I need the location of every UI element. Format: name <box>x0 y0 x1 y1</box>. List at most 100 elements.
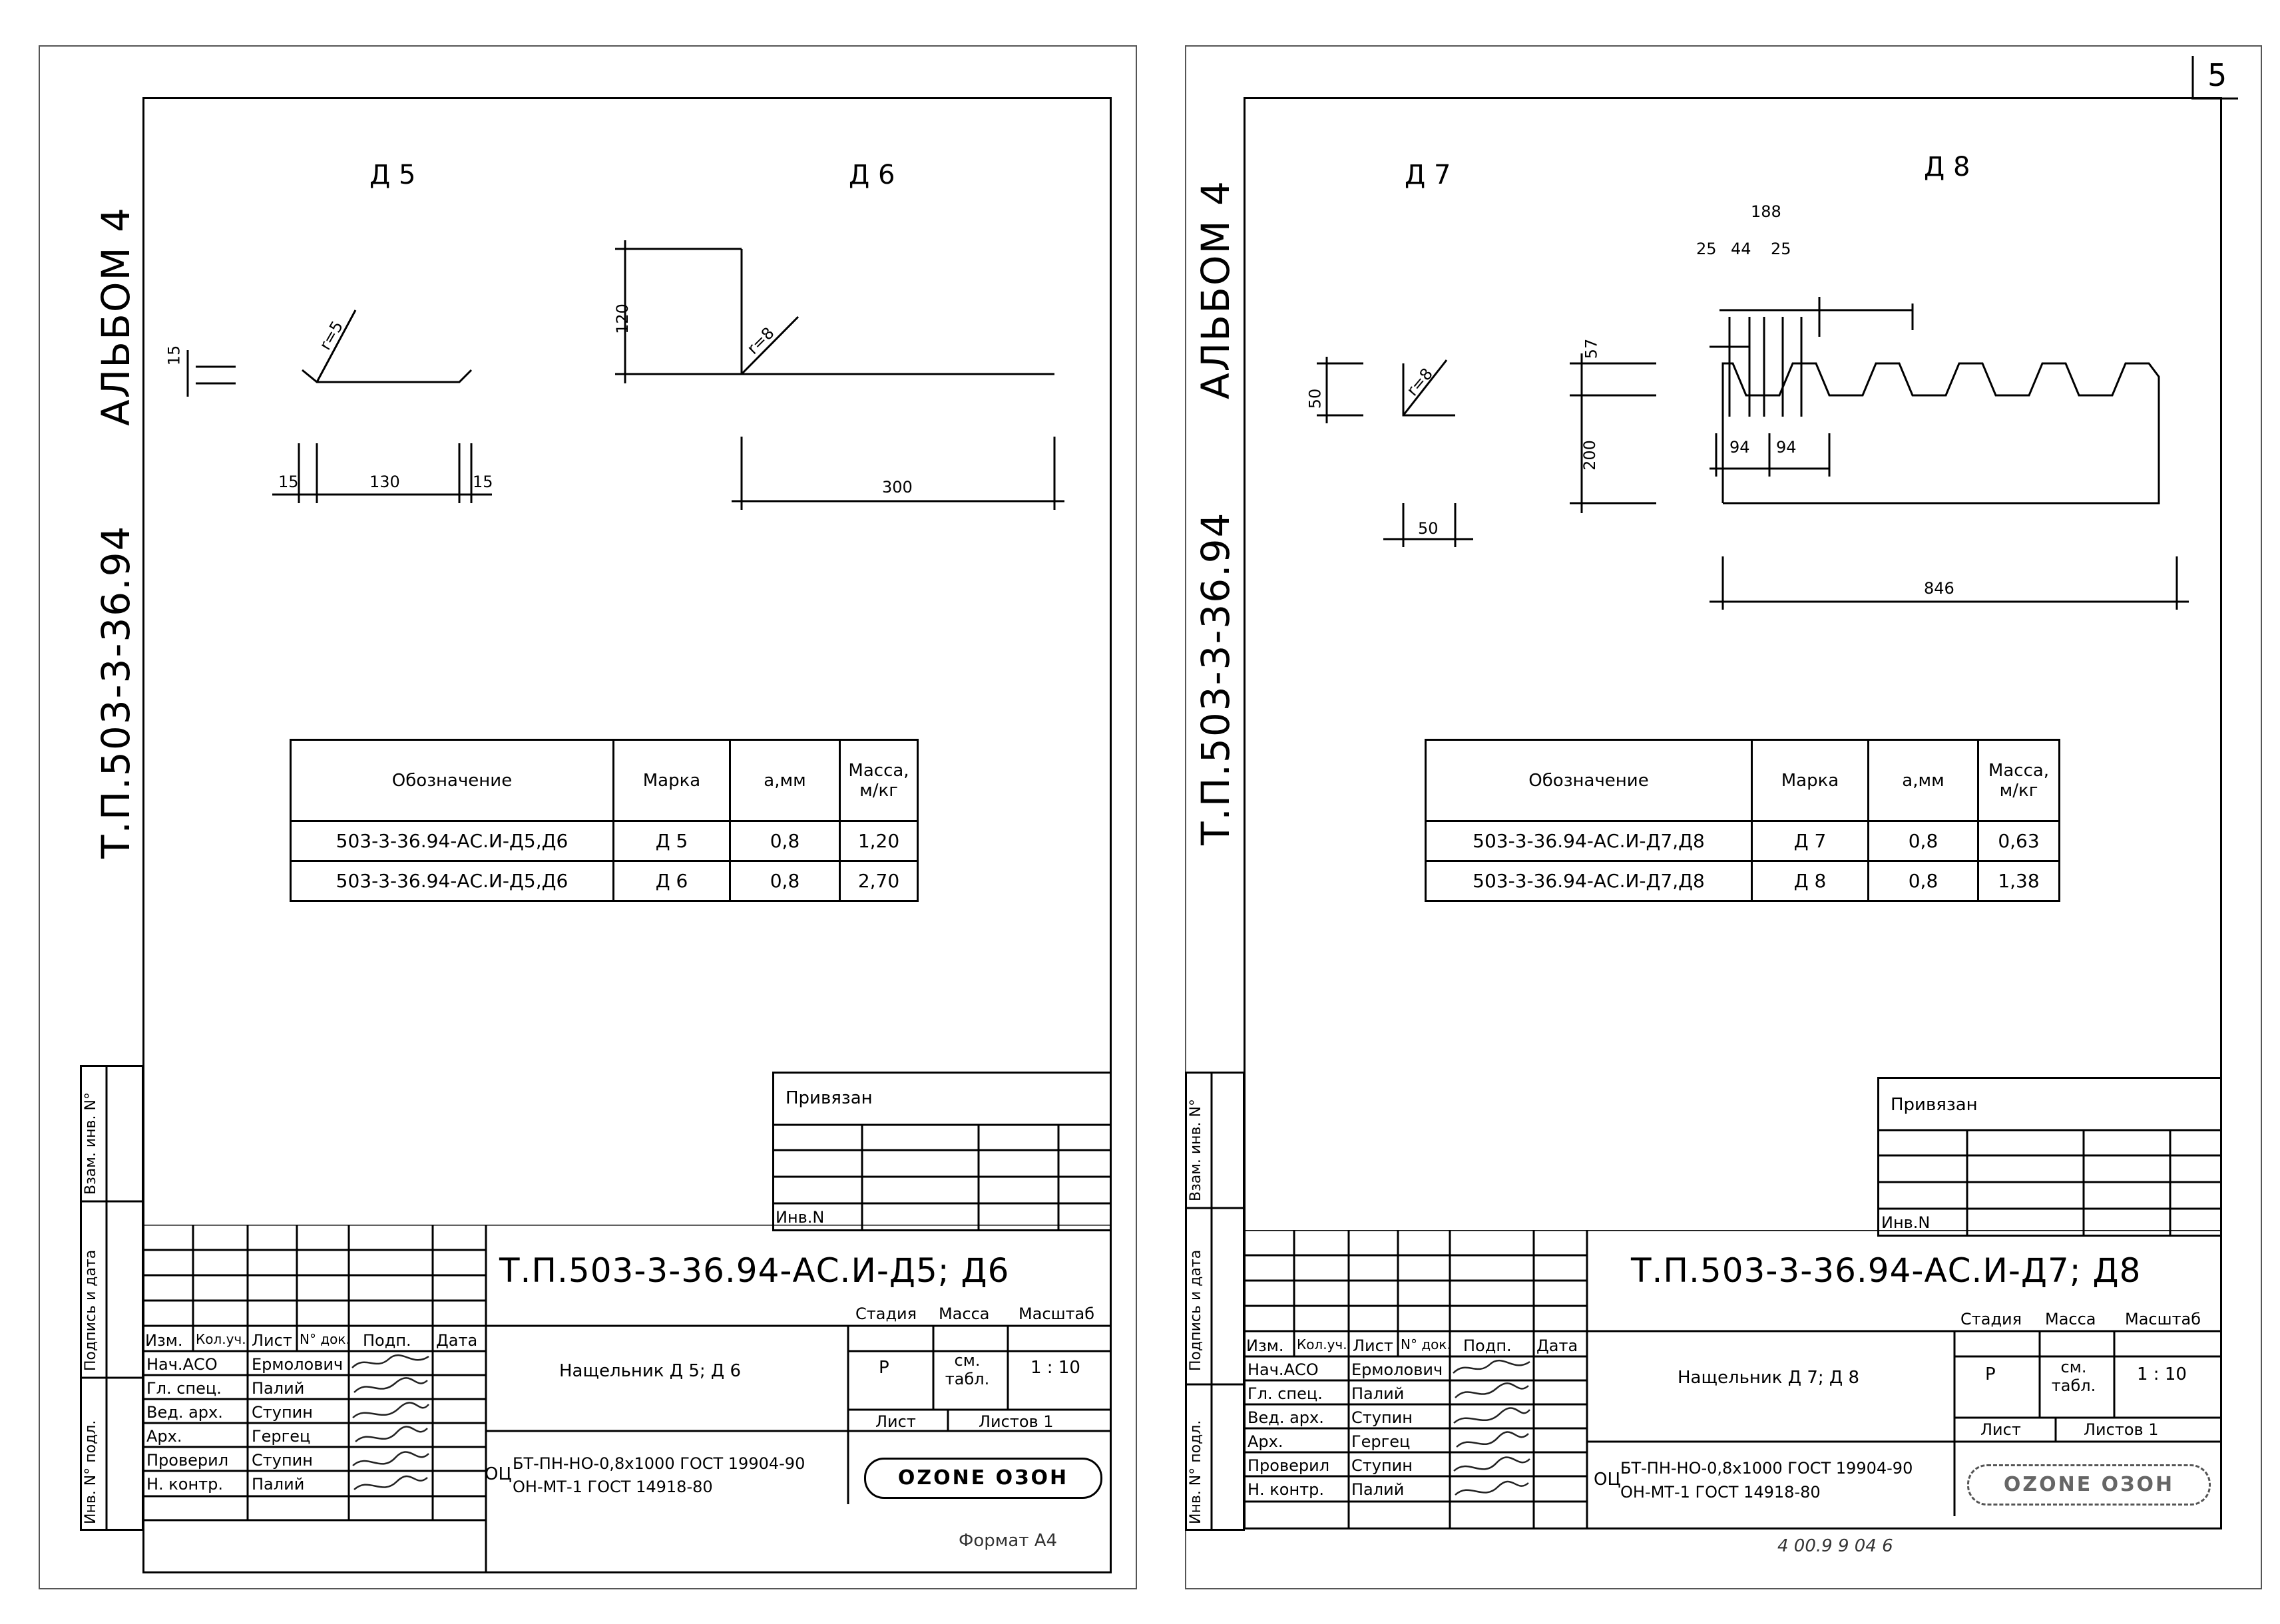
left-part1-title: Д 5 <box>369 160 416 190</box>
left-sheets-label: Листов 1 <box>979 1412 1054 1431</box>
left-hdr-podp: Подп. <box>363 1331 411 1350</box>
right-material-line2: ОН-МТ-1 ГОСТ 14918-80 <box>1620 1483 1821 1502</box>
right-d8-b: 44 <box>1731 240 1751 258</box>
left-d5-thickness: 15 <box>164 345 184 366</box>
right-inv-n-label: Инв.N <box>1881 1213 1931 1232</box>
archive-code: 4 00.9 9 04 6 <box>1777 1536 1893 1556</box>
left-mass-value: см. табл. <box>945 1351 990 1388</box>
right-part-name: Нащельник Д 7; Д 8 <box>1678 1368 1860 1388</box>
left-stage-value: Р <box>879 1358 889 1378</box>
left-side-vzam: Взам. инв. N° <box>83 1092 99 1195</box>
page-number-box <box>2191 56 2238 100</box>
left-part2-title: Д 6 <box>849 160 895 190</box>
left-inner-frame <box>142 97 1112 1573</box>
table-row: 503-3-36.94-АС.И-Д5,Д6 Д 5 0,8 1,20 <box>290 820 919 862</box>
right-side-strip <box>1185 1072 1245 1531</box>
format-label: Формат А4 <box>959 1531 1058 1551</box>
table-row: 503-3-36.94-АС.И-Д7,Д8 Д 8 0,8 1,38 <box>1425 860 2060 902</box>
col-header-mark: Марка <box>1751 739 1869 822</box>
col-header-designation: Обозначение <box>290 739 614 822</box>
right-person-5: Ступин <box>1351 1456 1413 1475</box>
left-title-block-grid <box>142 1225 1112 1573</box>
right-scale-value: 1 : 10 <box>2137 1364 2187 1384</box>
left-person-6: Палий <box>252 1475 305 1494</box>
right-logo: OZONE ОЗОН <box>1967 1464 2211 1506</box>
right-hdr-izm: Изм. <box>1246 1336 1284 1355</box>
right-d8-p2: 94 <box>1776 438 1797 457</box>
left-d6-height: 120 <box>612 304 632 334</box>
right-side-podpis: Подпись и дата <box>1188 1249 1204 1371</box>
right-stage-value: Р <box>1985 1364 1996 1384</box>
right-part2-title: Д 8 <box>1924 152 1970 182</box>
left-role-4: Арх. <box>146 1427 182 1446</box>
left-person-2: Палий <box>252 1379 305 1398</box>
right-sheet-label: Лист <box>1980 1420 2021 1439</box>
right-hdr-podp: Подп. <box>1463 1336 1512 1355</box>
right-drawings <box>1317 297 2189 610</box>
right-hdr-list: Лист <box>1353 1336 1393 1355</box>
right-d8-h1: 57 <box>1582 338 1601 359</box>
right-role-4: Арх. <box>1248 1432 1283 1451</box>
left-hdr-data: Дата <box>436 1331 478 1350</box>
left-person-3: Ступин <box>252 1403 313 1422</box>
right-privyazan-grid <box>1877 1077 2222 1237</box>
right-role-6: Н. контр. <box>1248 1480 1325 1499</box>
right-person-3: Ступин <box>1351 1408 1413 1427</box>
table-row: 503-3-36.94-АС.И-Д7,Д8 Д 7 0,8 0,63 <box>1425 820 2060 862</box>
right-project-label: Т.П.503-3-36.94 <box>1193 511 1238 845</box>
cell: Д 6 <box>612 860 731 902</box>
left-role-6: Н. контр. <box>146 1475 224 1494</box>
cell: 0,8 <box>729 860 841 902</box>
right-mass-value: см. табл. <box>2051 1358 2096 1395</box>
right-stamp-code: Т.П.503-3-36.94-АС.И-Д7; Д8 <box>1631 1251 2142 1290</box>
left-person-1: Ермолович <box>252 1355 343 1374</box>
right-d8-a: 25 <box>1696 240 1717 258</box>
left-privyazan-label: Привязан <box>786 1088 873 1108</box>
right-part1-title: Д 7 <box>1405 160 1451 190</box>
cell: 1,20 <box>839 820 919 862</box>
cell: 503-3-36.94-АС.И-Д7,Д8 <box>1425 820 1753 862</box>
right-d8-p1: 94 <box>1729 438 1750 457</box>
left-person-5: Ступин <box>252 1451 313 1470</box>
cell: 503-3-36.94-АС.И-Д7,Д8 <box>1425 860 1753 902</box>
right-signatures <box>1453 1360 1530 1496</box>
right-d7-width: 50 <box>1418 519 1439 538</box>
right-inner-frame <box>1244 97 2222 1529</box>
right-d8-total: 846 <box>1924 579 1954 598</box>
left-project-label: Т.П.503-3-36.94 <box>93 524 138 859</box>
left-album-label: АЛЬБОМ 4 <box>93 206 138 426</box>
left-logo: OZONE ОЗОН <box>864 1458 1102 1499</box>
left-stage-header: Стадия <box>855 1305 917 1323</box>
left-d5-w-mid: 130 <box>369 473 400 491</box>
left-role-5: Проверил <box>146 1451 229 1470</box>
right-material-prefix: ОЦ <box>1594 1470 1621 1490</box>
left-role-1: Нач.АСО <box>146 1355 218 1374</box>
cell: 2,70 <box>839 860 919 902</box>
right-person-6: Палий <box>1351 1480 1405 1499</box>
right-stage-header: Стадия <box>1960 1310 2022 1328</box>
right-person-1: Ермолович <box>1351 1360 1443 1379</box>
right-material-line1: БТ-ПН-НО-0,8х1000 ГОСТ 19904-90 <box>1620 1459 1913 1478</box>
cell: 0,8 <box>1867 820 1979 862</box>
right-hdr-kol: Кол.уч. <box>1297 1336 1347 1352</box>
col-header-designation: Обозначение <box>1425 739 1753 822</box>
cell: 0,8 <box>1867 860 1979 902</box>
left-material-line1: БТ-ПН-НО-0,8х1000 ГОСТ 19904-90 <box>513 1454 805 1473</box>
left-d6-width: 300 <box>882 478 913 497</box>
cell: 0,63 <box>1977 820 2060 862</box>
left-hdr-kol: Кол.уч. <box>196 1331 246 1347</box>
left-material-line2: ОН-МТ-1 ГОСТ 14918-80 <box>513 1478 713 1496</box>
left-stamp-code: Т.П.503-3-36.94-АС.И-Д5; Д6 <box>499 1251 1010 1290</box>
left-privyazan-grid <box>772 1072 1112 1231</box>
cell: 503-3-36.94-АС.И-Д5,Д6 <box>290 820 614 862</box>
left-mass-header: Масса <box>939 1305 990 1323</box>
right-d8-h2: 200 <box>1580 440 1599 471</box>
cell: 503-3-36.94-АС.И-Д5,Д6 <box>290 860 614 902</box>
left-person-4: Гергец <box>252 1427 311 1446</box>
page-number: 5 <box>2207 57 2227 93</box>
right-person-4: Гергец <box>1351 1432 1411 1451</box>
cell: 1,38 <box>1977 860 2060 902</box>
cell: Д 8 <box>1751 860 1869 902</box>
left-hdr-izm: Изм. <box>145 1331 183 1350</box>
col-header-mass: Масса, м/кг <box>839 739 919 822</box>
